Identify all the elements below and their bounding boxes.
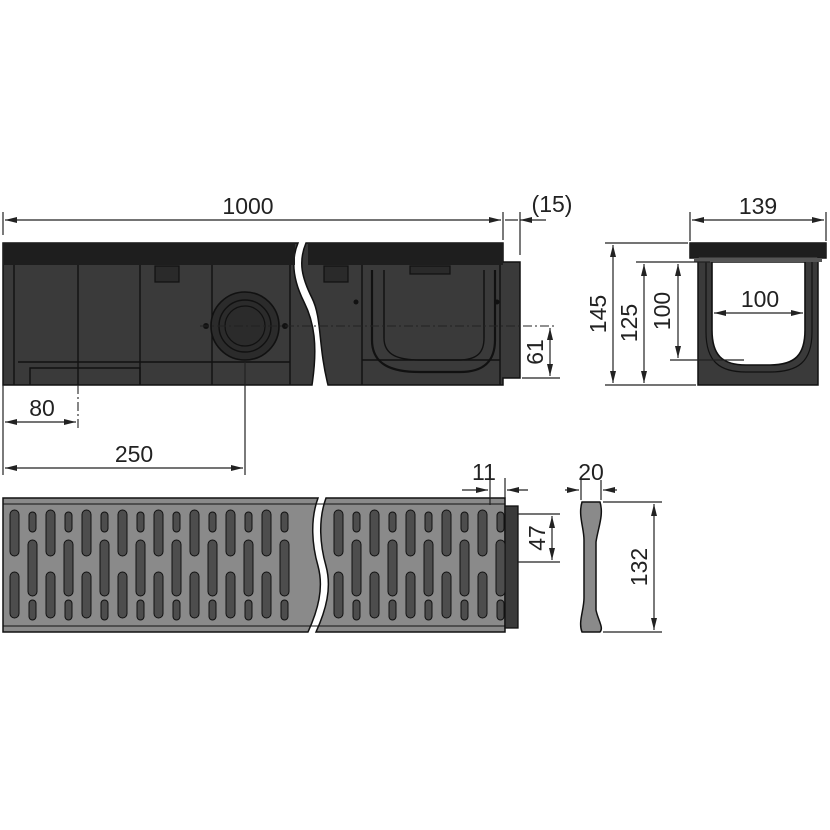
grate-slot bbox=[244, 599, 253, 621]
grate-slot bbox=[207, 539, 218, 597]
grate-slot bbox=[369, 571, 380, 619]
dim-outlet-center-label: 250 bbox=[115, 441, 153, 467]
grate-slot bbox=[172, 599, 181, 621]
dim-height-total-label: 145 bbox=[585, 295, 611, 333]
grate-slot bbox=[9, 509, 20, 557]
grate-slot bbox=[45, 509, 56, 557]
channel-notch bbox=[154, 265, 180, 283]
grate-slot bbox=[459, 539, 470, 597]
dim-overlap-label: (15) bbox=[532, 191, 573, 217]
grate-profile bbox=[579, 501, 603, 633]
grate-slot bbox=[117, 509, 128, 557]
grate-slot bbox=[28, 511, 37, 533]
grate-slot bbox=[171, 539, 182, 597]
grate-slot bbox=[244, 511, 253, 533]
grate-slot bbox=[477, 571, 488, 619]
grate-slot bbox=[261, 571, 272, 619]
channel-u-profile bbox=[370, 270, 497, 374]
grate-slot bbox=[9, 571, 20, 619]
grate-slot bbox=[64, 511, 73, 533]
dim-depth-channel-label: 100 bbox=[649, 292, 675, 330]
grate-slot bbox=[135, 539, 146, 597]
grate-slot bbox=[369, 509, 380, 557]
channel-side-view bbox=[2, 242, 555, 430]
grate-slot bbox=[279, 539, 290, 597]
end-view-dimensions: 139 145 125 100 100 bbox=[585, 193, 827, 386]
channel-body-right bbox=[300, 242, 521, 386]
grate-slot bbox=[153, 571, 164, 619]
channel-top-rim-left bbox=[3, 243, 295, 265]
dim-grate-thickness-label: 20 bbox=[578, 459, 604, 485]
grate-slot bbox=[352, 511, 361, 533]
grate-slot bbox=[424, 511, 433, 533]
grate-slot bbox=[189, 571, 200, 619]
channel-notch bbox=[409, 265, 451, 275]
channel-notch bbox=[323, 265, 349, 283]
grate-slot bbox=[261, 509, 272, 557]
grate-top-view bbox=[2, 497, 519, 633]
grate-slot bbox=[100, 511, 109, 533]
grate-slot bbox=[81, 571, 92, 619]
grate-slot bbox=[63, 539, 74, 597]
grate-slot bbox=[441, 571, 452, 619]
grate-slot bbox=[189, 509, 200, 557]
grate-slot bbox=[136, 511, 145, 533]
grate-slot bbox=[81, 509, 92, 557]
dim-width-outer-label: 139 bbox=[739, 193, 777, 219]
channel-top-rim-right bbox=[308, 243, 503, 265]
grate-slot bbox=[460, 511, 469, 533]
grate-slot bbox=[423, 539, 434, 597]
grate-slot bbox=[351, 539, 362, 597]
grate-slot bbox=[280, 599, 289, 621]
grate-slot bbox=[388, 511, 397, 533]
grate-slot bbox=[477, 509, 488, 557]
grate-slot bbox=[333, 509, 344, 557]
grate-slot bbox=[496, 511, 505, 533]
grate-slot bbox=[405, 509, 416, 557]
grate-slot bbox=[99, 539, 110, 597]
grate-slot bbox=[460, 599, 469, 621]
grate-section-dimensions: 20 132 bbox=[565, 459, 662, 633]
dim-grate-edge-label: 47 bbox=[524, 525, 550, 551]
grate-cross-section bbox=[579, 501, 603, 633]
grate-slot bbox=[117, 571, 128, 619]
grate-end-cap bbox=[504, 505, 519, 629]
dim-grate-end-label: 11 bbox=[472, 459, 496, 485]
grate-dimensions: 11 47 bbox=[462, 459, 560, 563]
dim-height-inner-label: 125 bbox=[616, 304, 642, 342]
dim-length-label: 1000 bbox=[222, 193, 273, 219]
grate-slot bbox=[100, 599, 109, 621]
grate-slot bbox=[388, 599, 397, 621]
dim-width-channel-label: 100 bbox=[741, 286, 779, 312]
dim-grate-width-label: 132 bbox=[626, 548, 652, 586]
grate-body-right bbox=[314, 497, 506, 633]
grate-slot bbox=[172, 511, 181, 533]
grate-slot bbox=[208, 511, 217, 533]
side-view-dimensions: 1000 (15) 61 80 250 bbox=[2, 191, 573, 475]
grate-slot bbox=[225, 571, 236, 619]
grate-slot bbox=[424, 599, 433, 621]
grate-slot bbox=[153, 509, 164, 557]
grate-slot bbox=[225, 509, 236, 557]
grate-slot bbox=[45, 571, 56, 619]
dim-outlet-height-label: 61 bbox=[522, 339, 548, 365]
grate-slot bbox=[496, 599, 505, 621]
channel-end-view bbox=[689, 242, 827, 386]
grate-slot bbox=[64, 599, 73, 621]
grate-slot bbox=[136, 599, 145, 621]
grate-slot bbox=[441, 509, 452, 557]
grate-slot bbox=[280, 511, 289, 533]
grate-slot bbox=[28, 599, 37, 621]
grate-slot bbox=[243, 539, 254, 597]
grate-slot bbox=[405, 571, 416, 619]
grate-slot bbox=[333, 571, 344, 619]
grate-slot bbox=[208, 599, 217, 621]
grate-slots bbox=[9, 509, 506, 621]
grate-slot bbox=[387, 539, 398, 597]
dim-outlet-offset-label: 80 bbox=[29, 395, 55, 421]
grate-slot bbox=[27, 539, 38, 597]
grate-slot bbox=[352, 599, 361, 621]
grate-slot bbox=[495, 539, 506, 597]
